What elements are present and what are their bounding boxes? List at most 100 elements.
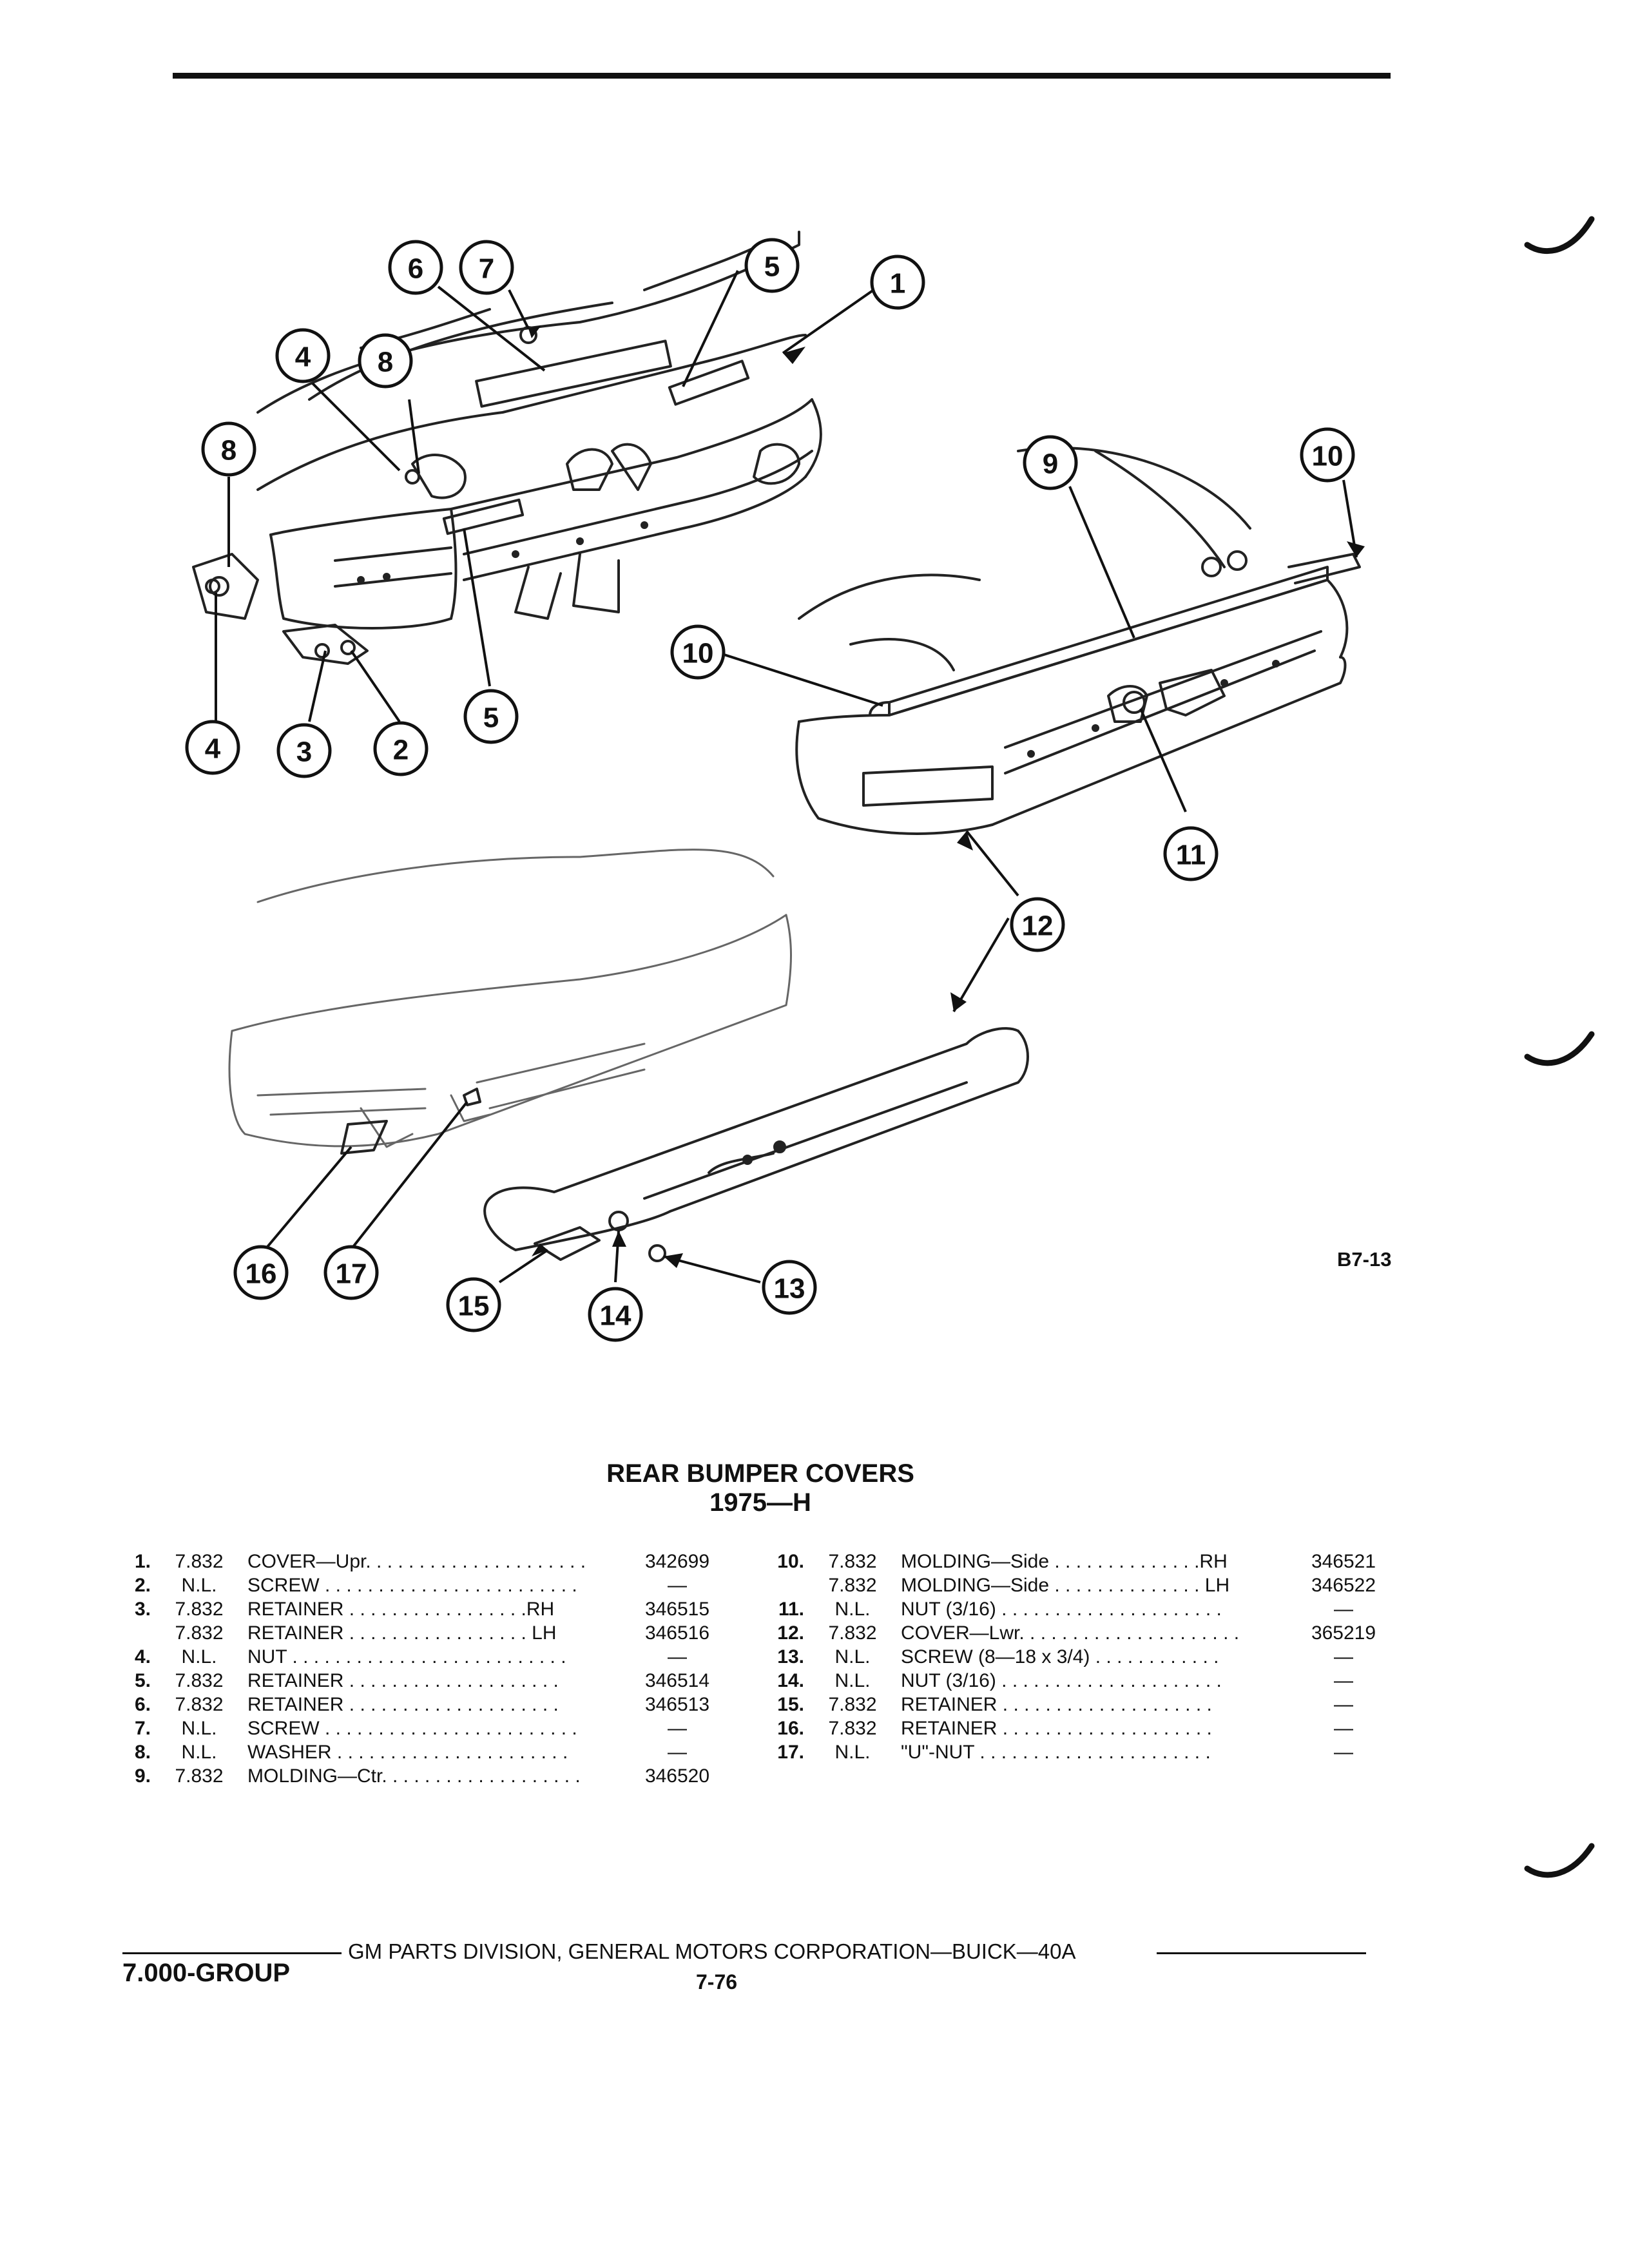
part-number: — (1334, 1599, 1353, 1620)
page-subtitle: 1975—H (709, 1488, 811, 1517)
callout-label: 5 (483, 702, 499, 734)
group-number: 7.832 (828, 1622, 877, 1644)
group-number: N.L. (834, 1599, 871, 1620)
callout-label: 1 (890, 268, 905, 300)
item-number: 16. (777, 1718, 804, 1739)
part-number: — (668, 1718, 687, 1739)
footer-rule-left (122, 1952, 342, 1954)
footer-rule-right (1157, 1952, 1366, 1954)
description: RETAINER . . . . . . . . . . . . . . . .… (901, 1694, 1212, 1715)
group-number: N.L. (834, 1670, 871, 1691)
lower-cover (340, 1027, 1029, 1262)
binder-ring-icon (1524, 1031, 1595, 1066)
callout-label: 4 (205, 733, 221, 765)
callout-11 (1163, 826, 1219, 881)
group-number: N.L. (181, 1646, 217, 1667)
figure-code: B7-13 (1337, 1248, 1392, 1271)
callout-label: 2 (393, 735, 409, 766)
group-number: 7.832 (175, 1622, 224, 1644)
callout-15 (446, 1277, 501, 1332)
description: SCREW . . . . . . . . . . . . . . . . . … (247, 1575, 577, 1596)
part-number: 346513 (644, 1694, 710, 1715)
part-number: 346522 (1311, 1575, 1376, 1596)
group-number: N.L. (834, 1742, 871, 1763)
part-number: 346514 (644, 1670, 710, 1691)
callout-14 (588, 1287, 643, 1342)
part-number: 346515 (644, 1599, 710, 1620)
part-number: 365219 (1311, 1622, 1376, 1644)
description: MOLDING—Side . . . . . . . . . . . . . .… (901, 1551, 1228, 1572)
group-number: 7.832 (828, 1718, 877, 1739)
item-number: 17. (777, 1742, 804, 1763)
group-number: 7.832 (175, 1551, 224, 1572)
group-number: 7.832 (175, 1599, 224, 1620)
car-body-lower (228, 849, 792, 1148)
callout-label: 10 (1312, 441, 1344, 472)
part-number: — (668, 1742, 687, 1763)
callout-4b (185, 720, 240, 775)
part-number: 346516 (644, 1622, 710, 1644)
binder-ring-icon (1524, 1843, 1595, 1878)
callout-6 (388, 240, 443, 295)
part-number: — (1334, 1670, 1353, 1691)
group-number: 7.832 (828, 1551, 877, 1572)
part-number: — (1334, 1718, 1353, 1739)
part-number: — (668, 1575, 687, 1596)
description: RETAINER . . . . . . . . . . . . . . . .… (247, 1622, 557, 1644)
description: MOLDING—Side . . . . . . . . . . . . . .… (901, 1575, 1230, 1596)
callout-label: 8 (221, 435, 236, 466)
group-number: N.L. (181, 1718, 217, 1739)
item-number: 10. (777, 1551, 804, 1572)
group-number: N.L. (181, 1742, 217, 1763)
callout-label: 3 (296, 736, 312, 768)
callout-label: 17 (336, 1258, 367, 1290)
description: SCREW (8—18 x 3/4) . . . . . . . . . . .… (901, 1646, 1219, 1667)
page-number: 7-76 (696, 1970, 738, 1994)
description: RETAINER . . . . . . . . . . . . . . . .… (247, 1694, 559, 1715)
item-number: 2. (134, 1575, 151, 1596)
part-number: 346520 (644, 1765, 710, 1787)
callout-label: 16 (246, 1258, 277, 1290)
item-number: 12. (777, 1622, 804, 1644)
group-number: N.L. (834, 1646, 871, 1667)
item-number: 9. (134, 1765, 151, 1787)
part-number: — (1334, 1742, 1353, 1763)
part-number: — (1334, 1646, 1353, 1667)
description: COVER—Upr. . . . . . . . . . . . . . . .… (247, 1551, 586, 1572)
part-number: — (1334, 1694, 1353, 1715)
top-rule (173, 73, 1391, 79)
group-number: 7.832 (828, 1575, 877, 1596)
callout-8 (358, 333, 413, 389)
page-title: REAR BUMPER COVERS (606, 1459, 914, 1488)
item-number: 1. (134, 1551, 151, 1572)
callout-4 (275, 328, 331, 383)
callout-13 (762, 1260, 817, 1315)
footer-group: 7.000-GROUP (122, 1959, 291, 1987)
callout-label: 15 (458, 1291, 490, 1322)
callout-label: 13 (774, 1273, 805, 1305)
description: NUT (3/16) . . . . . . . . . . . . . . .… (901, 1670, 1222, 1691)
callout-5b (463, 689, 519, 744)
description: RETAINER . . . . . . . . . . . . . . . .… (247, 1670, 559, 1691)
item-number: 5. (134, 1670, 151, 1691)
callout-label: 4 (295, 341, 311, 373)
item-number: 13. (777, 1646, 804, 1667)
callout-label: 6 (408, 253, 423, 285)
description: COVER—Lwr. . . . . . . . . . . . . . . .… (901, 1622, 1240, 1644)
item-number: 15. (777, 1694, 804, 1715)
description: NUT . . . . . . . . . . . . . . . . . . … (247, 1646, 566, 1667)
description: "U"-NUT . . . . . . . . . . . . . . . . … (901, 1742, 1211, 1763)
item-number: 6. (134, 1694, 151, 1715)
part-number: 346521 (1311, 1551, 1376, 1572)
group-number: 7.832 (175, 1670, 224, 1691)
group-number: 7.832 (175, 1765, 224, 1787)
callout-7 (459, 240, 514, 295)
callout-8b (201, 421, 256, 477)
callout-1 (870, 255, 925, 310)
group-number: 7.832 (175, 1694, 224, 1715)
callout-2 (373, 721, 429, 776)
description: WASHER . . . . . . . . . . . . . . . . .… (247, 1742, 568, 1763)
item-number: 4. (134, 1646, 151, 1667)
callout-label: 12 (1022, 910, 1054, 942)
description: MOLDING—Ctr. . . . . . . . . . . . . . .… (247, 1765, 581, 1787)
